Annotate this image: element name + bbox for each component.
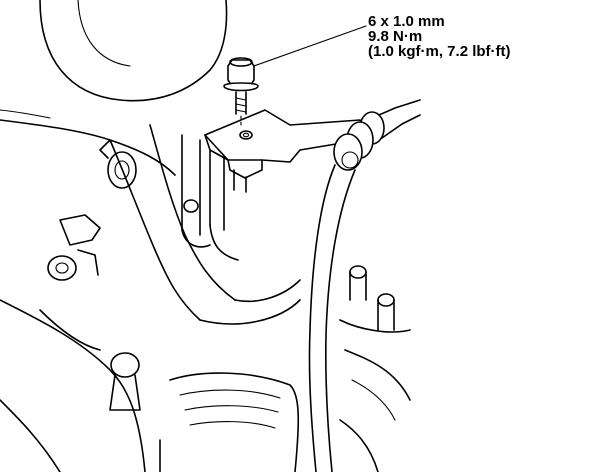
engine-lower-middle [159, 372, 300, 472]
torque-imperial-label: (1.0 kgf·m, 7.2 lbf·ft) [368, 43, 511, 60]
vertical-pipe [181, 134, 239, 261]
coolant-hose [109, 124, 301, 325]
engine-right-side [339, 265, 411, 472]
bolt-size-label: 6 x 1.0 mm [368, 13, 445, 30]
callout-leader-line [253, 25, 367, 67]
bolt-boss-upper [99, 139, 137, 189]
flange-bolt [223, 57, 259, 129]
torque-spec-callout: 6 x 1.0 mm 9.8 N·m (1.0 kgf·m, 7.2 lbf·f… [368, 14, 511, 59]
shift-cable [308, 99, 421, 472]
engine-lower-left [0, 214, 146, 472]
cable-bracket [204, 109, 373, 193]
torque-nm-label: 9.8 N·m [368, 28, 423, 45]
